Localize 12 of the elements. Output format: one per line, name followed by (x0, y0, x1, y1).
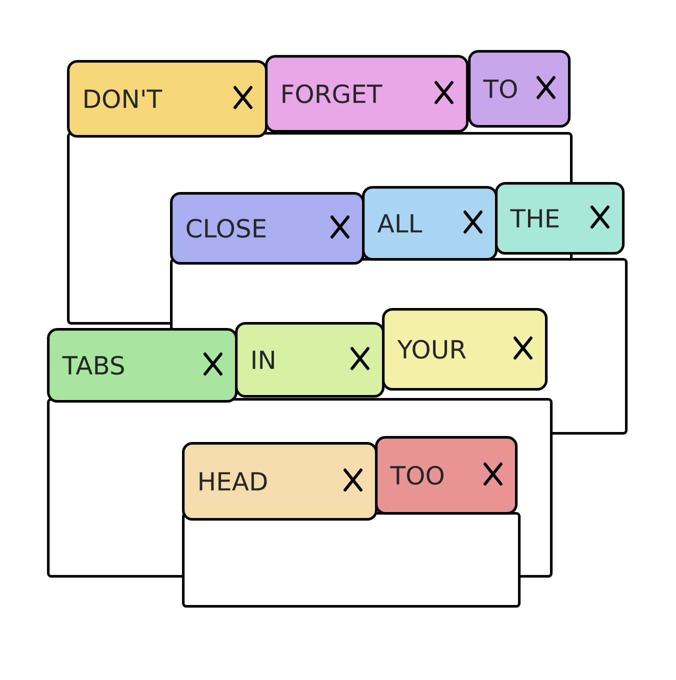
tab: IN (235, 322, 385, 398)
tab: TABS (47, 328, 238, 403)
tab: TO (468, 50, 571, 128)
tab: THE (495, 182, 625, 255)
tab: TOO (375, 436, 518, 515)
tab: HEAD (182, 442, 378, 521)
window-body (182, 512, 521, 608)
tab: FORGET (265, 55, 469, 133)
tab: DON'T (67, 60, 268, 138)
tab: ALL (362, 186, 498, 261)
tab: YOUR (382, 308, 548, 391)
tab: CLOSE (170, 192, 365, 265)
